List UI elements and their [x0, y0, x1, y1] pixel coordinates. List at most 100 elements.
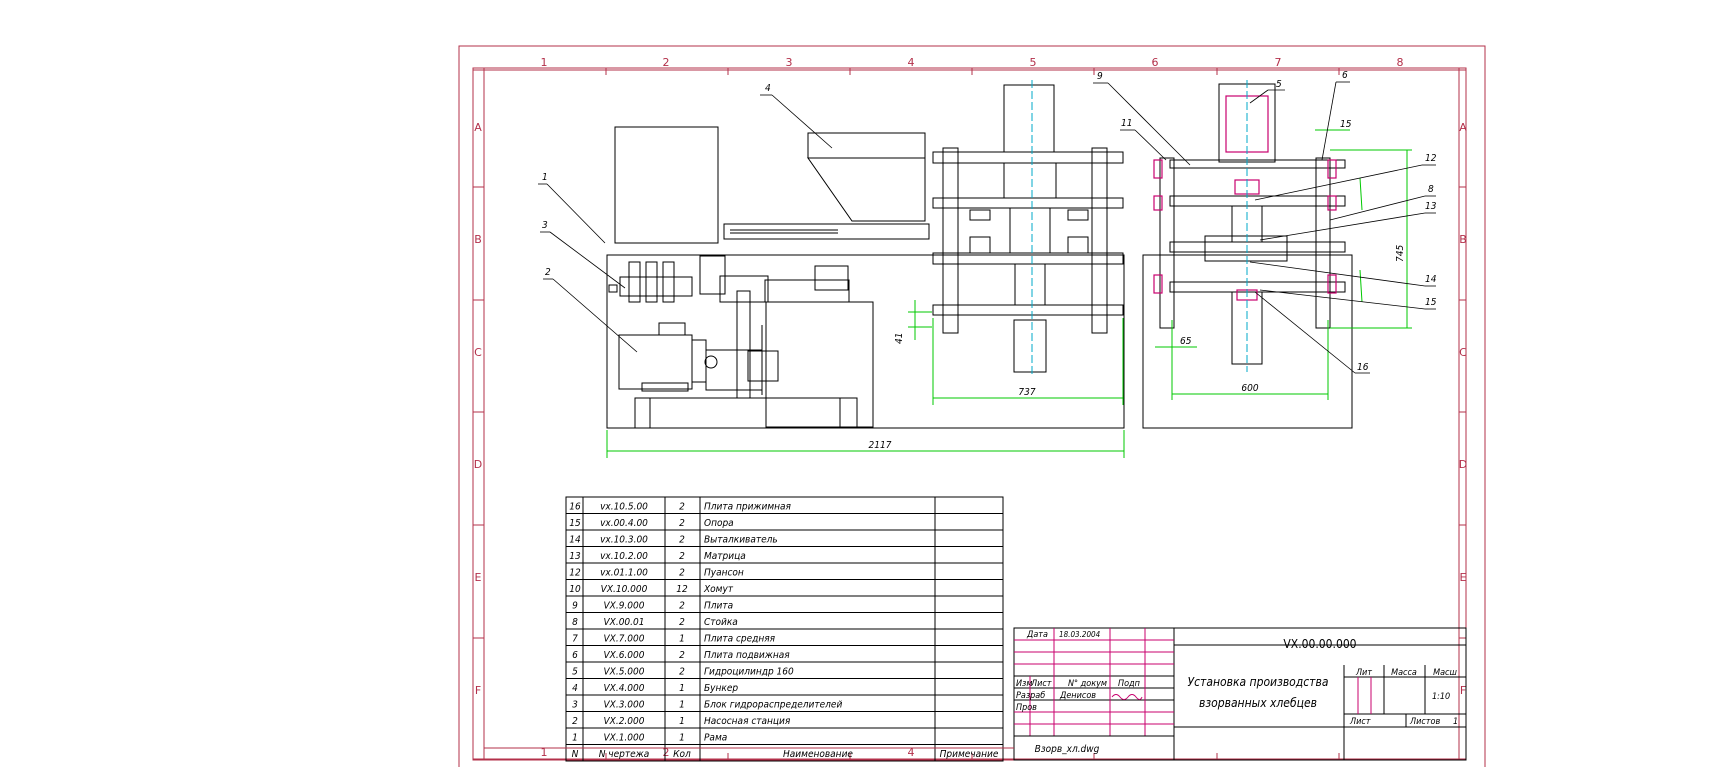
dim-press-width: 737	[1018, 387, 1035, 398]
callout-1: 1	[542, 172, 548, 183]
bom-cell-name: Плита прижимная	[704, 502, 792, 513]
sheet-label: Лист	[1349, 717, 1371, 727]
bom-cell-pos: 9	[572, 601, 578, 612]
masshtab-label: Масш	[1433, 668, 1457, 678]
bom-cell-drawing: VX.2.000	[604, 716, 645, 727]
bom-cell-qty: 1	[679, 683, 685, 694]
bom-cell-pos: 14	[569, 535, 581, 546]
zone-row-label: D	[474, 458, 482, 471]
bom-cell-drawing: VX.7.000	[604, 634, 645, 645]
zone-row-label: B	[1459, 233, 1467, 246]
callout-9: 9	[1097, 71, 1103, 82]
zone-col-label: 4	[908, 56, 915, 69]
bom-cell-name: Пуансон	[704, 568, 744, 579]
callout-3: 3	[542, 220, 548, 231]
bom-cell-qty: 1	[679, 634, 685, 645]
dimension-values: 2117 737 600 41 65 15 745	[869, 119, 1406, 451]
col-izm: Изм	[1016, 679, 1032, 689]
bom-cell-qty: 2	[679, 667, 685, 678]
bom-cell-pos: 16	[569, 502, 581, 513]
dim-overall-length: 2117	[869, 440, 892, 451]
callout-15: 15	[1425, 297, 1437, 308]
zone-row-label: B	[474, 233, 482, 246]
dim-side-offset: 65	[1180, 336, 1192, 347]
bom-cell-drawing: vx.10.2.00	[600, 551, 648, 562]
bom-row-lines	[566, 513, 1003, 745]
zone-col-label: 5	[1030, 56, 1037, 69]
bom-cell-drawing: vx.00.4.00	[600, 518, 648, 529]
callout-2: 2	[545, 267, 551, 278]
bom-cell-qty: 2	[679, 518, 685, 529]
dim-small-height: 41	[894, 333, 905, 344]
zone-col-label: 6	[1152, 56, 1159, 69]
zone-row-label: F	[1460, 684, 1466, 697]
bom-cell-qty: 2	[679, 535, 685, 546]
bom-cell-pos: 5	[572, 667, 578, 678]
bom-cell-name: Плита	[704, 601, 733, 612]
bom-cell-name: Плита подвижная	[704, 650, 790, 661]
zone-col-label: 1	[541, 746, 548, 759]
drawing-title-line1: Установка производства	[1188, 675, 1329, 689]
file-name: Взорв_хл.dwg	[1035, 744, 1100, 755]
bom-cell-drawing: VX.6.000	[604, 650, 645, 661]
bom-cell-qty: 1	[679, 716, 685, 727]
zone-col-label: 7	[1275, 56, 1282, 69]
bom-cell-pos: 2	[572, 716, 578, 727]
callout-13: 13	[1425, 201, 1437, 212]
callout-4: 4	[765, 83, 771, 94]
bom-cell-pos: 1	[572, 733, 578, 744]
bom-cell-pos: 13	[569, 551, 581, 562]
zone-row-label: F	[475, 684, 481, 697]
callout-8: 8	[1428, 184, 1434, 195]
bom-cell-name: Выталкиватель	[704, 535, 778, 546]
bom-cell-name: Матрица	[704, 551, 746, 562]
zone-col-label: 3	[786, 56, 793, 69]
bom-cell-drawing: vx.10.3.00	[600, 535, 648, 546]
bom-header-name: Наименование	[783, 749, 853, 760]
signature	[1111, 694, 1143, 700]
bom-cell-qty: 12	[676, 584, 688, 595]
sheets-value: 1	[1453, 717, 1458, 727]
bom-cell-qty: 2	[679, 568, 685, 579]
zone-col-label: 1	[541, 56, 548, 69]
zone-col-label: 2	[663, 56, 670, 69]
feeder	[723, 223, 930, 240]
callout-12: 12	[1425, 153, 1437, 164]
callout-11: 11	[1121, 118, 1132, 129]
dim-top-offset: 15	[1340, 119, 1352, 130]
zone-row-label: D	[1459, 458, 1467, 471]
valve-block	[608, 261, 693, 303]
drawing-title-line2: взорванных хлебцев	[1199, 696, 1317, 710]
bom-cell-name: Рама	[704, 733, 727, 744]
bom-cell-name: Блок гидрораспределителей	[704, 700, 842, 711]
bom-cell-drawing: VX.1.000	[604, 733, 645, 744]
bom-cell-pos: 4	[572, 683, 578, 694]
razrab-name: Денисов	[1059, 691, 1096, 701]
frame-feet	[634, 397, 858, 429]
bom-cell-drawing: VX.9.000	[604, 601, 645, 612]
bom-cell-qty: 2	[679, 551, 685, 562]
col-list: Лист	[1030, 679, 1052, 689]
zone-row-label: E	[1460, 571, 1467, 584]
callout-6: 6	[1342, 70, 1348, 81]
bom-cell-drawing: VX.00.01	[604, 617, 645, 628]
date-value: 18.03.2004	[1059, 630, 1101, 639]
bom-cell-drawing: VX.5.000	[604, 667, 645, 678]
scale-value: 1:10	[1432, 692, 1450, 702]
bom-cell-pos: 12	[569, 568, 581, 579]
bom-cell-pos: 15	[569, 518, 581, 529]
dimension-lines	[606, 129, 1412, 458]
bom-cell-name: Насосная станция	[704, 716, 791, 727]
dim-side-width: 600	[1241, 383, 1258, 394]
zone-row-label: A	[1459, 121, 1467, 134]
front-view	[606, 80, 1125, 429]
control-cabinet	[614, 126, 719, 244]
bom-cell-pos: 3	[572, 700, 578, 711]
bom-cell-qty: 2	[679, 502, 685, 513]
bom-header: N N чертежа Кол Наименование Примечание	[572, 749, 999, 760]
lit-label: Лит	[1355, 668, 1372, 678]
bom-cell-pos: 7	[572, 634, 578, 645]
